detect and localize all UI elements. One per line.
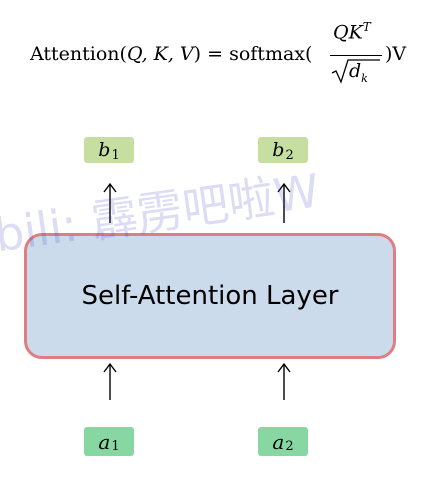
- arrow-up-icon-bottom-left: [103, 362, 117, 400]
- formula-args: Q, K, V: [126, 43, 194, 65]
- formula-lhs: Attention(: [30, 43, 127, 65]
- formula-tail: )V: [385, 43, 407, 65]
- layer-label: Self-Attention Layer: [81, 281, 339, 311]
- sqrt-symbol: [331, 59, 380, 84]
- formula-numerator-sup: T: [362, 20, 371, 34]
- formula-denominator: dk: [349, 60, 368, 85]
- fraction-bar: [330, 55, 382, 57]
- attention-formula: Attention(Q, K, V) = softmax( QKT dk )V: [30, 18, 420, 88]
- formula-numerator: QKT: [333, 20, 371, 44]
- arrow-up-icon-top-right: [277, 182, 291, 223]
- formula-rhs: ) = softmax(: [193, 43, 313, 65]
- self-attention-layer-box: Self-Attention Layer: [24, 233, 396, 359]
- arrow-up-icon-bottom-right: [277, 362, 291, 400]
- arrow-up-icon-top-left: [103, 182, 117, 223]
- formula-denominator-sub: k: [361, 71, 368, 85]
